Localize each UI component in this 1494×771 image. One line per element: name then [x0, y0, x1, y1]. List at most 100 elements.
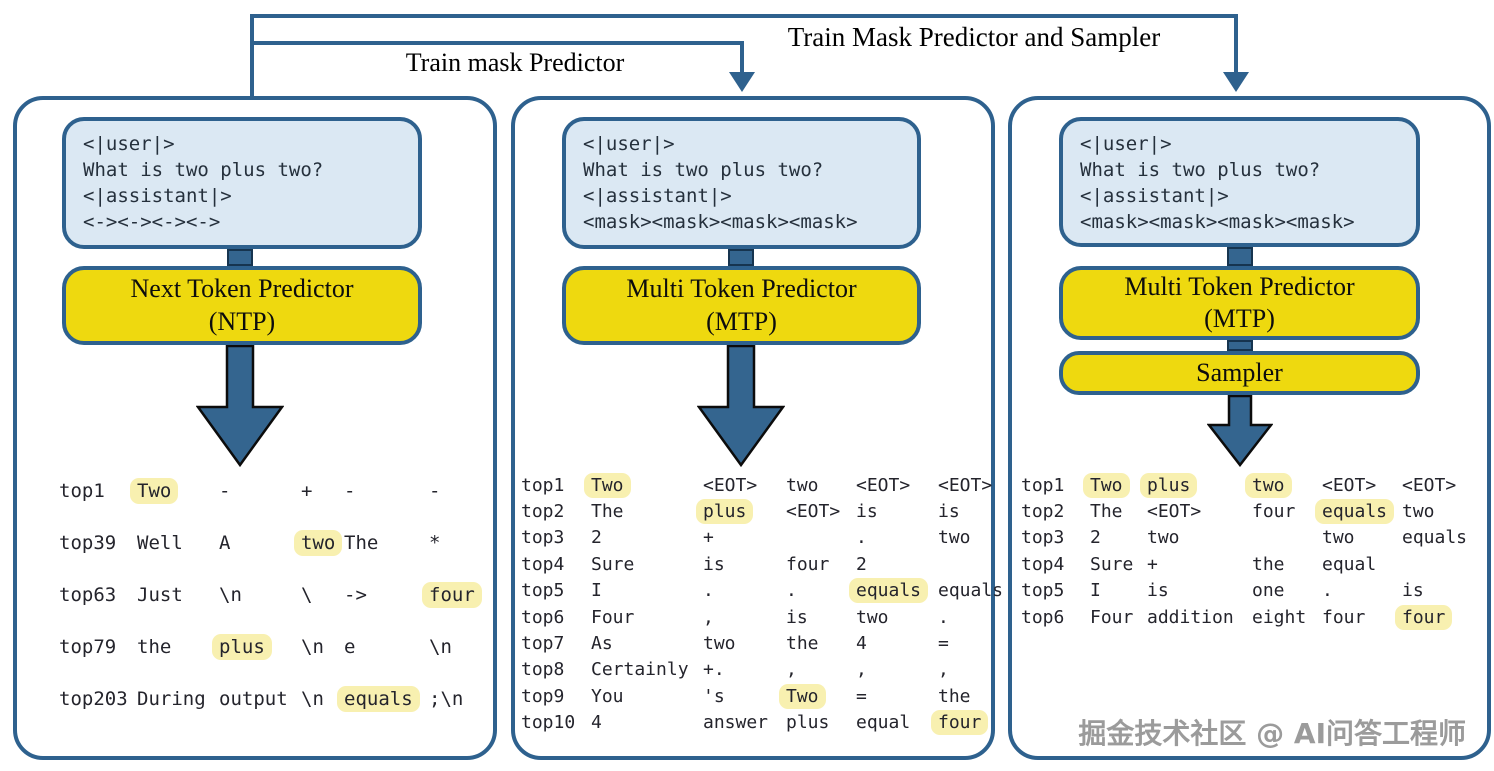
- connector-mid-horizontal-line: [250, 41, 744, 45]
- token: four: [1252, 501, 1296, 523]
- token: ,: [786, 659, 797, 681]
- token: You: [591, 685, 624, 707]
- token: -: [429, 480, 441, 502]
- connector-left-vertical-line: [250, 14, 254, 96]
- token: output: [219, 688, 288, 710]
- token: the: [1252, 553, 1285, 575]
- token: *: [429, 532, 441, 554]
- rank-label: top9: [521, 685, 565, 707]
- token: is: [856, 501, 878, 523]
- rank-label: top1: [1021, 474, 1065, 496]
- token: <EOT>: [1402, 474, 1457, 496]
- token: four: [786, 553, 830, 575]
- token: ;\n: [429, 688, 464, 710]
- token: I: [591, 580, 602, 602]
- token: 2: [856, 553, 867, 575]
- token-highlighted: Two: [130, 478, 179, 504]
- rank-label: top79: [59, 636, 117, 658]
- token: two: [786, 474, 819, 496]
- token: I: [1090, 580, 1101, 602]
- token: equal: [1322, 553, 1377, 575]
- token: is: [703, 553, 725, 575]
- prompt-box: <|user|> What is two plus two? <|assista…: [62, 117, 422, 249]
- token: -: [344, 480, 356, 502]
- token-highlighted: plus: [212, 634, 272, 660]
- token: 2: [591, 527, 602, 549]
- token-highlighted: Two: [584, 472, 631, 498]
- token-highlighted: equals: [1315, 499, 1395, 525]
- token-highlighted: two: [1245, 472, 1292, 498]
- token: plus: [786, 712, 830, 734]
- rank-label: top39: [59, 532, 117, 554]
- token: <EOT>: [1322, 474, 1377, 496]
- token: As: [591, 633, 613, 655]
- token-highlighted: plus: [696, 499, 754, 525]
- sampler-box: Sampler: [1059, 351, 1420, 395]
- connector-stub: [1227, 340, 1253, 351]
- token: A: [219, 532, 231, 554]
- token: Four: [591, 606, 635, 628]
- train-mask-predictor-label: Train mask Predictor: [405, 48, 625, 77]
- token: =: [856, 685, 867, 707]
- token: -: [219, 480, 231, 502]
- prompt-box: <|user|> What is two plus two? <|assista…: [1059, 117, 1420, 247]
- token: \: [301, 584, 313, 606]
- rank-label: top5: [521, 580, 565, 602]
- connector-top-horizontal-line: [250, 14, 1238, 18]
- token: <EOT>: [1147, 501, 1202, 523]
- down-arrow-icon: [196, 345, 284, 467]
- token-highlighted: Two: [779, 683, 826, 709]
- token: two: [1147, 527, 1180, 549]
- token-highlighted: equals: [849, 578, 929, 604]
- token-highlighted: four: [931, 710, 989, 736]
- connector-stub: [1227, 247, 1253, 266]
- token: Just: [137, 584, 183, 606]
- token: .: [856, 527, 867, 549]
- token: the: [938, 685, 971, 707]
- token: the: [786, 633, 819, 655]
- down-arrow-icon: [1207, 395, 1273, 467]
- token: equals: [938, 580, 1004, 602]
- token: ->: [344, 584, 367, 606]
- token: two: [703, 633, 736, 655]
- token: Sure: [1090, 553, 1134, 575]
- token: equal: [856, 712, 911, 734]
- token: +.: [703, 659, 725, 681]
- token: e: [344, 636, 356, 658]
- multi-token-predictor-box: Multi Token Predictor (MTP): [562, 266, 921, 345]
- rank-label: top3: [1021, 527, 1065, 549]
- token: ,: [856, 659, 867, 681]
- token: +: [1147, 553, 1158, 575]
- token: 4: [856, 633, 867, 655]
- token: Sure: [591, 553, 635, 575]
- token: eight: [1252, 606, 1307, 628]
- token: \n: [429, 636, 452, 658]
- connector-stub: [728, 249, 754, 266]
- token: one: [1252, 580, 1285, 602]
- rank-label: top3: [521, 527, 565, 549]
- token: Four: [1090, 606, 1134, 628]
- token-highlighted: four: [422, 582, 482, 608]
- token: the: [137, 636, 172, 658]
- rank-label: top10: [521, 712, 576, 734]
- token: two: [1402, 501, 1435, 523]
- train-mask-predictor-and-sampler-label: Train Mask Predictor and Sampler: [787, 22, 1161, 52]
- prompt-box: <|user|> What is two plus two? <|assista…: [562, 117, 921, 249]
- rank-label: top6: [1021, 606, 1065, 628]
- token: .: [703, 580, 714, 602]
